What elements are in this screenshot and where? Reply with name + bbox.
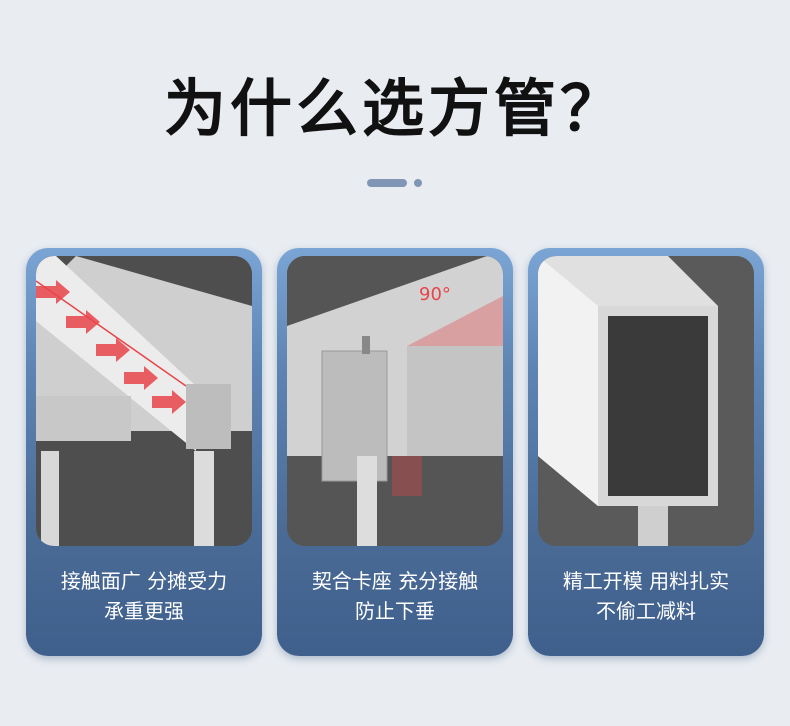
feature-card-contact: 接触面广 分摊受力 承重更强 xyxy=(26,248,262,656)
caption-line: 精工开模 用料扎实 xyxy=(562,569,730,593)
caption-line: 契合卡座 充分接触 xyxy=(311,569,479,593)
card-caption: 精工开模 用料扎实 不偷工减料 xyxy=(528,566,764,626)
page-title: 为什么选方管？ xyxy=(163,72,626,145)
card-caption: 契合卡座 充分接触 防止下垂 xyxy=(277,566,513,626)
caption-line: 承重更强 xyxy=(104,599,184,623)
divider-dash xyxy=(367,179,407,187)
angle-label: 90° xyxy=(419,284,451,305)
feature-card-seat: 90° 契合卡座 充分接触 防止下垂 xyxy=(277,248,513,656)
caption-line: 接触面广 分摊受力 xyxy=(60,569,228,593)
divider-dot xyxy=(414,179,422,187)
square-tube-illustration xyxy=(538,256,754,546)
caption-line: 防止下垂 xyxy=(355,599,435,623)
caption-line: 不偷工减料 xyxy=(596,599,696,623)
rack-contact-illustration xyxy=(36,256,252,546)
bracket-fit-illustration: 90° xyxy=(287,256,503,546)
card-caption: 接触面广 分摊受力 承重更强 xyxy=(26,566,262,626)
feature-card-tube: 精工开模 用料扎实 不偷工减料 xyxy=(528,248,764,656)
